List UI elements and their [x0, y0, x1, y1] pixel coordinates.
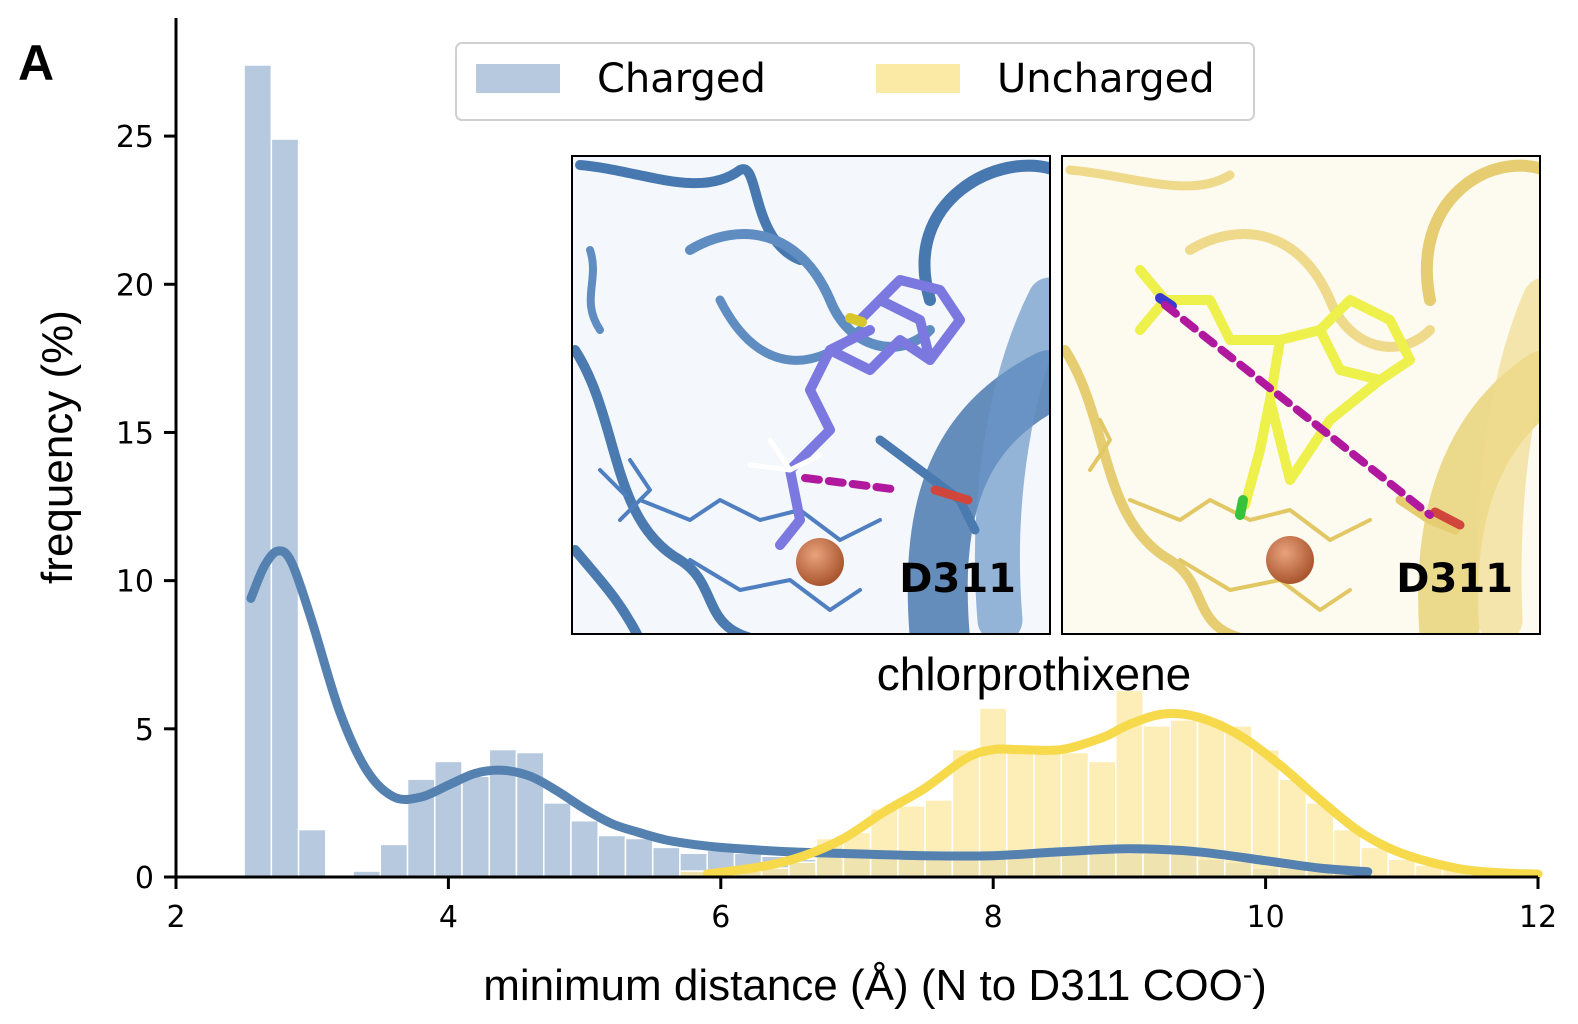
protein-loop [1185, 229, 1435, 352]
charged-bar [461, 775, 491, 878]
iron-atom [796, 538, 844, 586]
legend-swatch-charged [476, 64, 560, 93]
charged-bar [570, 819, 599, 878]
hbond-dash [801, 474, 904, 494]
protein-loop [575, 160, 805, 265]
uncharged-bar [1087, 760, 1117, 878]
ligand-chlorine [1235, 495, 1248, 520]
inset-charged-structure: D311 [571, 155, 1051, 635]
charged-bar [542, 802, 572, 878]
protein-loop [572, 345, 757, 634]
ligand-ring [1265, 375, 1385, 485]
residue-sticks [598, 458, 652, 522]
uncharged-bar [1142, 725, 1172, 878]
d311-sidechain [875, 435, 980, 535]
x-tick-label: 12 [1519, 900, 1557, 935]
x-tick-label: 2 [166, 900, 185, 935]
protein-loop [586, 246, 604, 334]
residue-sticks [1088, 418, 1112, 472]
x-tick-label: 10 [1247, 900, 1285, 935]
legend-swatch-uncharged [876, 64, 960, 93]
y-tick-label: 0 [135, 861, 154, 896]
y-axis-label: frequency (%) [33, 310, 82, 584]
uncharged-bar [924, 799, 954, 878]
d311-carboxylate [1430, 507, 1465, 530]
charged-bar [243, 64, 273, 878]
iron-atom [1266, 536, 1314, 584]
y-axis-ticks: 0 5 10 15 20 25 [116, 120, 176, 896]
protein-helix [974, 277, 1050, 634]
inset-charged-border [571, 155, 1051, 635]
uncharged-bar [1387, 858, 1417, 878]
legend: Charged Uncharged [455, 42, 1255, 121]
charged-bar [297, 828, 327, 878]
ligand-ring [875, 275, 965, 365]
inset-uncharged-residue-label: D311 [1396, 556, 1513, 602]
protein-loop [572, 545, 643, 634]
charged-bar [651, 846, 681, 878]
protein-loop [1065, 165, 1235, 191]
protein-loop [1062, 345, 1247, 634]
d311-carboxylate [930, 485, 973, 505]
charged-bar [270, 138, 300, 878]
x-axis-ticks: 2 4 6 8 10 12 [166, 877, 1557, 935]
charged-density-curve [246, 546, 1373, 877]
y-tick-label: 10 [116, 565, 154, 600]
uncharged-bar [788, 861, 817, 878]
charged-bar [597, 834, 627, 878]
uncharged-bar [978, 707, 1008, 878]
charged-bar [624, 837, 654, 878]
ligand-hydrogens [747, 437, 823, 473]
legend-label-uncharged: Uncharged [997, 56, 1215, 102]
inset-caption: chlorprothixene [877, 648, 1192, 700]
legend-box [455, 42, 1255, 121]
protein-loop [918, 159, 1050, 306]
d311-sidechain [1395, 495, 1460, 535]
ligand-sulfur [845, 313, 867, 327]
y-tick-label: 15 [116, 416, 154, 451]
uncharged-density-curve [702, 708, 1543, 879]
charged-bar [379, 843, 409, 878]
heme-sticks [638, 498, 882, 612]
y-tick-label: 20 [116, 268, 154, 303]
legend-label-charged: Charged [597, 56, 766, 102]
inset-uncharged-structure: D311 [1061, 155, 1541, 635]
x-axis-label: minimum distance (Å) (N to D311 COO-) [483, 959, 1267, 1010]
x-tick-label: 6 [711, 900, 730, 935]
uncharged-bar [897, 805, 926, 878]
x-tick-label: 8 [984, 900, 1003, 935]
uncharged-bar [1033, 751, 1063, 878]
x-tick-label: 4 [439, 900, 458, 935]
uncharged-bar [1060, 751, 1090, 878]
panel-letter: A [18, 35, 54, 91]
y-tick-label: 25 [116, 120, 154, 155]
inset-uncharged-border [1061, 155, 1541, 635]
inset-charged-residue-label: D311 [899, 556, 1016, 602]
protein-helix [1476, 278, 1540, 634]
hbond-dash [1161, 301, 1434, 519]
protein-loop [1420, 159, 1540, 306]
y-tick-label: 5 [135, 713, 154, 748]
